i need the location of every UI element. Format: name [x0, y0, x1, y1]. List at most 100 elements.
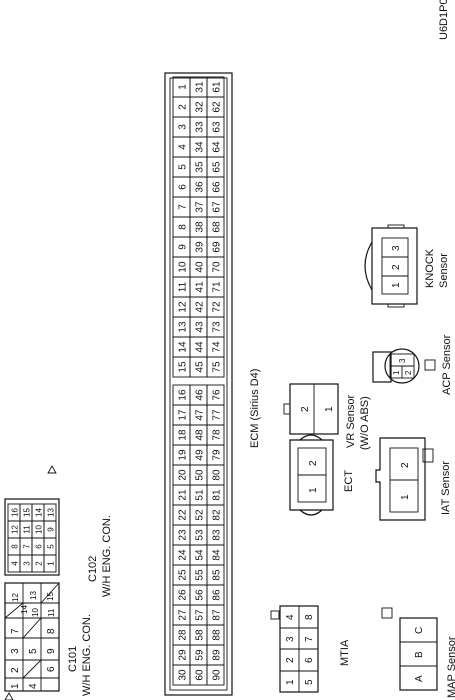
- iat-body: [375, 437, 426, 521]
- c101-pin: 11: [47, 608, 56, 617]
- ecm-pin-cell: [206, 384, 225, 406]
- ect-pin: 2: [308, 460, 319, 466]
- ecm-pin-number: 2: [178, 104, 189, 110]
- connector-acp-sensor: 1 2 3 ACP Sensor: [372, 334, 453, 395]
- c101-pin: 4: [28, 683, 39, 689]
- c102-pin-number: 3: [23, 561, 32, 566]
- connector-vr-sensor: 1 2 VR Sensor (W/O ABS): [283, 383, 371, 450]
- ecm-pin-number: 28: [178, 629, 189, 641]
- ecm-pin-number: 11: [178, 281, 189, 292]
- ecm-pin-number: 59: [195, 649, 206, 661]
- mtia-pin: 1: [285, 679, 296, 685]
- ecm-pin-number: 9: [178, 244, 189, 250]
- ecm-pin-number: 17: [178, 409, 189, 421]
- ecm-pin-number: 41: [195, 281, 206, 293]
- ecm-pin-number: 27: [178, 609, 189, 621]
- ecm-pin-number: 89: [212, 649, 223, 661]
- ecm-pin-number: 6: [178, 184, 189, 190]
- ecm-pin-number: 36: [195, 181, 206, 193]
- ecm-pin-number: 25: [178, 569, 189, 581]
- mtia-pin: 5: [304, 679, 315, 685]
- ecm-pin-number: 78: [212, 429, 223, 441]
- acp-tab: [372, 351, 392, 383]
- ecm-pin-number: 71: [212, 281, 223, 293]
- connector-mtia: 1 2 3 4 5 6 7 8 MTIA: [270, 605, 351, 693]
- connector-ect: 1 2 ECT: [289, 434, 355, 516]
- c102-pin-number: 9: [47, 527, 56, 532]
- ecm-pin-number: 4: [178, 144, 189, 150]
- ecm-pin-number: 30: [178, 669, 189, 681]
- ecm-body: [164, 72, 233, 696]
- ecm-pin-number: 66: [212, 181, 223, 193]
- knock-label-2: Sensor: [438, 253, 450, 288]
- ecm-pin-number: 29: [178, 649, 189, 661]
- ecm-pin-number: 12: [178, 301, 189, 313]
- ect-body: [289, 439, 334, 511]
- ecm-pin-number: 81: [212, 489, 223, 501]
- c101-pin: 5: [28, 648, 39, 654]
- acp-pin: 2: [404, 370, 413, 375]
- vr-label-1: VR Sensor: [345, 394, 357, 448]
- c102-label-name: C102: [87, 556, 99, 582]
- ecm-pin-number: 5: [178, 164, 189, 170]
- c102-pin-number: 8: [11, 544, 20, 549]
- acp-body: [384, 348, 420, 384]
- ecm-pin-number: 84: [212, 549, 223, 561]
- ecm-pin-number: 44: [195, 341, 206, 353]
- map-label: MAP Sensor: [446, 636, 455, 698]
- ecm-pin-number: 57: [195, 609, 206, 621]
- ecm-pin-number: 60: [195, 669, 206, 681]
- ecm-pin-number: 90: [212, 669, 223, 681]
- ecm-pin-number: 10: [178, 261, 189, 273]
- ecm-pin-number: 34: [195, 141, 206, 153]
- knock-hood: [364, 241, 373, 291]
- c102-pin-number: 7: [23, 544, 32, 549]
- vr-pin: 2: [300, 406, 311, 412]
- c101-pin: 8: [46, 628, 57, 634]
- ecm-pin-number: 65: [212, 161, 223, 173]
- ect-label: ECT: [343, 470, 355, 492]
- ecm-pin-cell: [206, 76, 225, 98]
- mtia-label: MTIA: [339, 639, 351, 666]
- mtia-pin: 4: [285, 614, 296, 620]
- ecm-pin-number: 22: [178, 509, 189, 521]
- ecm-pin-number: 82: [212, 509, 223, 521]
- ecm-pin-number: 46: [195, 389, 206, 401]
- ecm-pin-number: 77: [212, 409, 223, 421]
- c102-pin-number: 13: [47, 508, 56, 517]
- ecm-pin-number: 39: [195, 241, 206, 253]
- c102-pin-number: 12: [11, 525, 20, 534]
- map-body: [399, 617, 438, 691]
- ecm-pin-number: 51: [195, 489, 206, 501]
- ecm-pin-number: 75: [212, 361, 223, 373]
- ecm-pin-number: 62: [212, 101, 223, 113]
- knock-latch-right: [387, 224, 405, 229]
- map-pin: B: [414, 651, 425, 658]
- ecm-pin-number: 38: [195, 221, 206, 233]
- c101-pin: 2: [10, 667, 21, 673]
- ecm-pin-number: 54: [195, 549, 206, 561]
- ecm-pin-number: 67: [212, 201, 223, 213]
- c102-pin-number: 5: [47, 544, 56, 549]
- c101-body: [4, 582, 60, 692]
- ecm-pin-number: 69: [212, 241, 223, 253]
- ecm-pin-number: 14: [178, 341, 189, 353]
- c102-pin-number: 16: [11, 508, 20, 517]
- knock-pin: 2: [391, 264, 402, 270]
- ecm-pin-number: 50: [195, 469, 206, 481]
- vr-pin: 1: [324, 406, 335, 412]
- ecm-pin-number: 53: [195, 529, 206, 541]
- c102-pin-number: 4: [11, 561, 20, 566]
- ecm-inner-frame: [169, 77, 228, 691]
- ecm-pin-number: 40: [195, 261, 206, 273]
- ecm-pin-number: 23: [178, 529, 189, 541]
- ecm-pin-number: 72: [212, 301, 223, 313]
- ecm-pin-number: 42: [195, 301, 206, 313]
- c102-key-triangle: [47, 465, 57, 474]
- c101-pin: 1: [10, 683, 21, 689]
- ecm-pin-number: 43: [195, 321, 206, 333]
- ecm-pin-number: 74: [212, 341, 223, 353]
- ecm-pin-number: 18: [178, 429, 189, 441]
- ecm-pin-number: 64: [212, 141, 223, 153]
